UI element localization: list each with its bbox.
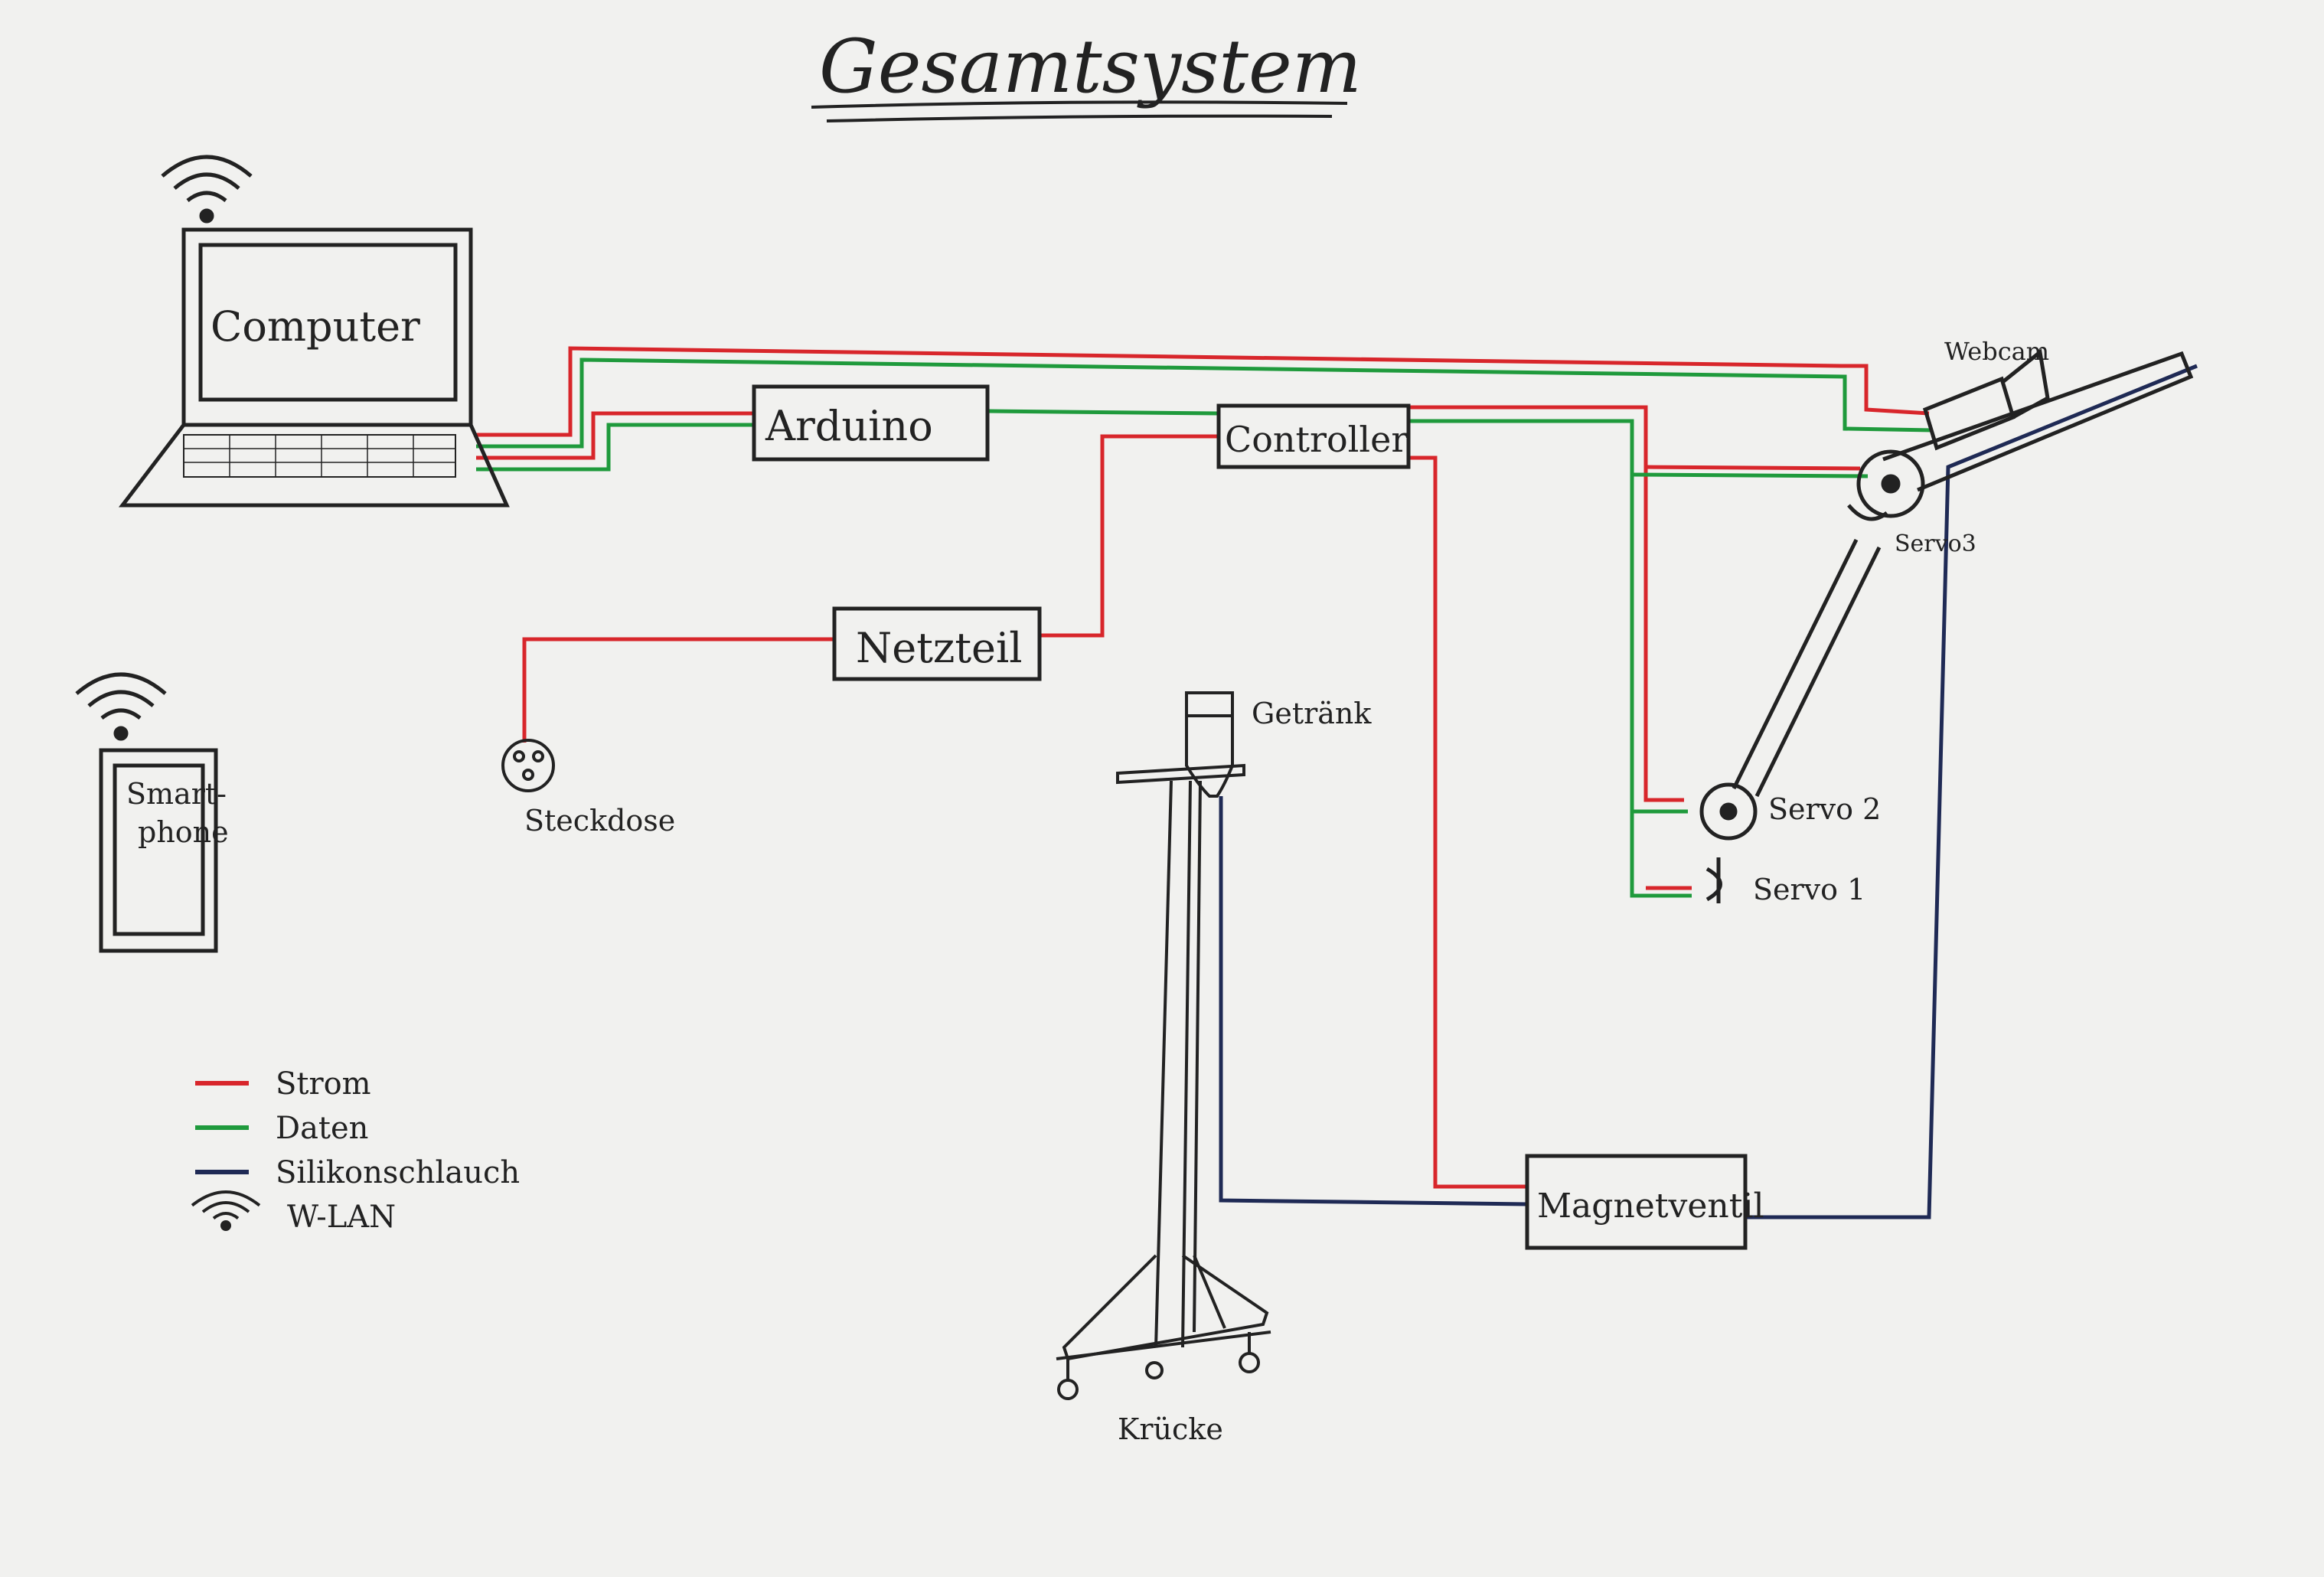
laptop-keys xyxy=(184,435,455,477)
netzteil-box xyxy=(832,606,1042,681)
getraenk-label: Getränk xyxy=(1252,697,1372,730)
arduino-label: Arduino xyxy=(765,402,933,450)
kruecke-label: Krücke xyxy=(1118,1412,1223,1446)
page-title: Gesamtsystem xyxy=(819,24,1362,109)
wire-daten-arduino-controller xyxy=(987,409,1219,416)
legend-item-strom: Strom xyxy=(195,1066,371,1102)
servo2-joint xyxy=(1699,782,1758,841)
wire-strom-controller-netzteil xyxy=(1040,434,1219,638)
kruecke-stand xyxy=(1056,691,1271,1400)
wire-strom-controller-servo2 xyxy=(1408,405,1684,802)
smartphone-wifi-icon xyxy=(75,672,167,741)
servo2-label: Servo 2 xyxy=(1768,792,1881,826)
wire-daten-controller-servo1 xyxy=(1408,419,1692,898)
wifi-icon xyxy=(191,1190,261,1231)
servo3-rotation-arrow xyxy=(1847,504,1888,521)
computer-wifi-icon xyxy=(161,155,253,224)
webcam-label: Webcam xyxy=(1944,337,2049,366)
legend-item-silikonschlauch: Silikonschlauch xyxy=(195,1155,520,1190)
computer-label: Computer xyxy=(211,302,420,351)
smartphone-label-1: Smart- xyxy=(126,777,227,811)
wire-daten-servo3 xyxy=(1631,472,1869,478)
netzteil-label: Netzteil xyxy=(856,624,1023,672)
wire-strom-controller-servo3 xyxy=(1645,465,1861,471)
servo1-label: Servo 1 xyxy=(1753,873,1865,906)
getraenk-bottle xyxy=(1185,691,1234,798)
arm-link-lower-b xyxy=(1754,546,1882,798)
wire-daten-computer-servo3 xyxy=(476,358,1934,449)
tube-getraenk-magnetventil xyxy=(1219,796,1528,1206)
laptop-keyboard xyxy=(183,434,456,478)
title-underline xyxy=(811,100,1348,109)
legend-label: Silikonschlauch xyxy=(276,1155,520,1190)
legend-label: Strom xyxy=(276,1066,371,1102)
magnetventil-box xyxy=(1525,1154,1748,1250)
legend-item-daten: Daten xyxy=(195,1111,368,1146)
wire-strom-netzteil-steckdose xyxy=(522,637,834,743)
title-underline-2 xyxy=(826,114,1333,122)
steckdose-icon xyxy=(501,739,555,792)
controller-box xyxy=(1216,403,1411,469)
wire-daten-computer-arduino xyxy=(476,423,754,472)
wire-strom-computer-arduino xyxy=(476,411,754,460)
servo3-label: Servo3 xyxy=(1895,531,1976,557)
arm-link-lower-a xyxy=(1732,538,1859,790)
arduino-box xyxy=(752,384,990,462)
webcam-lens xyxy=(2000,348,2050,420)
schlauch-wires xyxy=(1219,364,2198,1219)
webcam-body xyxy=(1922,376,2016,451)
tube-magnetventil-nozzle xyxy=(1745,364,2198,1219)
servo3-joint xyxy=(1856,449,1925,518)
daten-wires xyxy=(476,358,1934,898)
magnetventil-label: Magnetventil xyxy=(1537,1187,1764,1226)
wire-strom-computer-webcam xyxy=(476,346,1930,437)
legend-label: Daten xyxy=(276,1111,368,1146)
smartphone-label-2: phone xyxy=(138,815,229,849)
laptop-base xyxy=(118,423,510,508)
smartphone xyxy=(99,748,218,953)
robot-arm xyxy=(1699,348,2194,903)
kruecke-tray xyxy=(1116,763,1245,785)
laptop-screen xyxy=(198,243,458,402)
wire-strom-controller-magnetventil xyxy=(1408,455,1527,1189)
legend-label: W-LAN xyxy=(287,1200,396,1235)
controller-label: Controller xyxy=(1225,419,1408,460)
computer xyxy=(118,227,510,508)
strom-wires xyxy=(476,346,1930,1189)
steckdose-label: Steckdose xyxy=(524,804,675,837)
legend-item-w-lan: W-LAN xyxy=(191,1190,396,1235)
